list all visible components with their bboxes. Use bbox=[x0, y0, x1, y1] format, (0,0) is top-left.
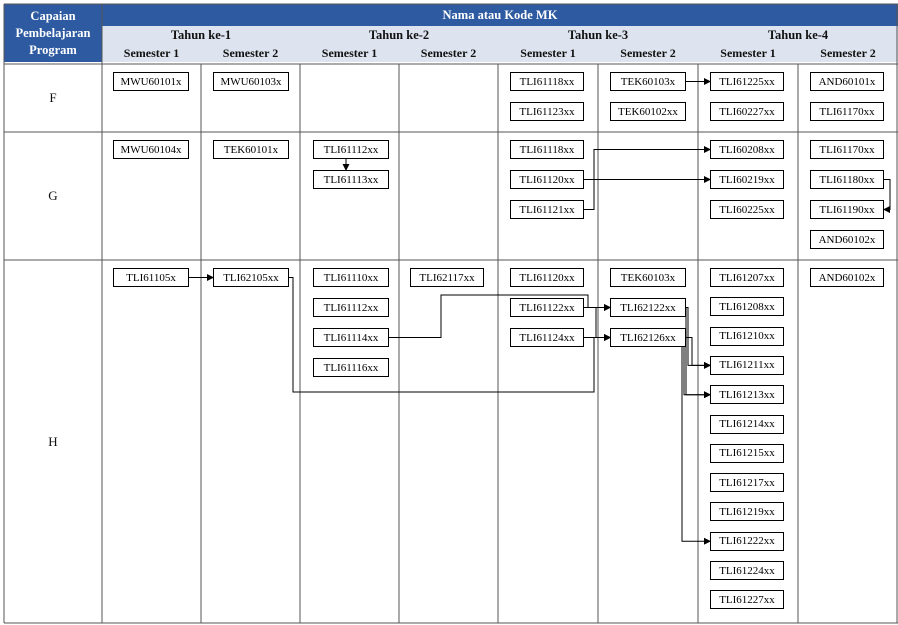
course-box: TLI61120xx bbox=[510, 170, 584, 189]
course-box: TLI61213xx bbox=[710, 385, 784, 405]
corner-header: Capaian Pembelajaran Program bbox=[4, 4, 102, 62]
semester-header: Semester 2 bbox=[798, 44, 898, 62]
row-label: G bbox=[48, 188, 58, 203]
row-label: H bbox=[48, 433, 58, 449]
course-box: TLI61118xx bbox=[510, 140, 584, 159]
course-box: TLI62126xx bbox=[610, 328, 686, 347]
course-box: TLI61211xx bbox=[710, 355, 784, 375]
course-box: TLI61121xx bbox=[510, 200, 584, 219]
course-box: TLI61124xx bbox=[510, 328, 584, 347]
course-box: TEK60103x bbox=[610, 268, 686, 287]
connector-arrow bbox=[883, 179, 891, 213]
connector-arrow bbox=[584, 307, 611, 341]
connector-arrow bbox=[686, 337, 711, 369]
course-box: TLI61208xx bbox=[710, 297, 784, 317]
course-box: TLI61122xx bbox=[510, 298, 584, 317]
course-box: TLI62105xx bbox=[213, 268, 289, 287]
course-box: TEK60103x bbox=[610, 72, 686, 91]
course-box: TLI61112xx bbox=[313, 298, 389, 317]
course-box: AND60102x bbox=[810, 268, 884, 287]
course-box: TLI61120xx bbox=[510, 268, 584, 287]
semester-header: Semester 1 bbox=[498, 44, 598, 62]
course-box: AND60102x bbox=[810, 230, 884, 249]
course-box: TLI61118xx bbox=[510, 72, 584, 91]
course-box: TLI62122xx bbox=[610, 298, 686, 317]
course-box: MWU60101x bbox=[113, 72, 189, 91]
course-box: TLI61114xx bbox=[313, 328, 389, 347]
course-box: TLI61210xx bbox=[710, 326, 784, 346]
course-header: Nama atau Kode MK bbox=[102, 4, 898, 26]
course-box: TLI61224xx bbox=[710, 561, 784, 580]
course-box: TLI61190xx bbox=[810, 200, 884, 219]
corner-header-line: Capaian bbox=[30, 8, 76, 23]
course-box: TLI61170xx bbox=[810, 102, 884, 121]
corner-header-line: Program bbox=[29, 42, 77, 57]
course-box: TLI60227xx bbox=[710, 102, 784, 121]
course-box: TLI61105x bbox=[113, 268, 189, 287]
course-box: TEK60102xx bbox=[610, 102, 686, 121]
course-box: TLI61227xx bbox=[710, 590, 784, 610]
course-box: TLI61116xx bbox=[313, 358, 389, 377]
year-header: Tahun ke-4 bbox=[698, 26, 898, 44]
course-box: TLI60219xx bbox=[710, 170, 784, 189]
course-box: TLI60225xx bbox=[710, 200, 784, 219]
course-box: TLI61214xx bbox=[710, 414, 784, 434]
course-box: TLI61113xx bbox=[313, 170, 389, 189]
course-box: AND60101x bbox=[810, 72, 884, 91]
course-box: TLI61123xx bbox=[510, 102, 584, 121]
year-header: Tahun ke-3 bbox=[498, 26, 698, 44]
course-box: TLI61217xx bbox=[710, 473, 784, 493]
course-box: TLI61180xx bbox=[810, 170, 884, 189]
semester-header: Semester 2 bbox=[399, 44, 498, 62]
semester-header: Semester 1 bbox=[102, 44, 201, 62]
semester-header: Semester 1 bbox=[300, 44, 399, 62]
course-box: MWU60103x bbox=[213, 72, 289, 91]
course-box: TLI61170xx bbox=[810, 140, 884, 159]
semester-header: Semester 1 bbox=[698, 44, 798, 62]
course-box: TLI61219xx bbox=[710, 502, 784, 522]
course-box: TLI61222xx bbox=[710, 531, 784, 551]
year-header: Tahun ke-1 bbox=[102, 26, 300, 44]
course-box: MWU60104x bbox=[113, 140, 189, 159]
semester-header: Semester 2 bbox=[201, 44, 300, 62]
course-box: TLI61225xx bbox=[710, 72, 784, 91]
course-box: TLI61207xx bbox=[710, 268, 784, 287]
corner-header-line: Pembelajaran bbox=[15, 25, 91, 40]
course-box: TLI61110xx bbox=[313, 268, 389, 287]
course-box: TLI62117xx bbox=[410, 268, 484, 287]
course-box: TLI61112xx bbox=[313, 140, 389, 159]
row-label: F bbox=[49, 90, 57, 105]
course-box: TLI60208xx bbox=[710, 140, 784, 159]
course-box: TLI61215xx bbox=[710, 443, 784, 463]
semester-header: Semester 2 bbox=[598, 44, 698, 62]
year-header: Tahun ke-2 bbox=[300, 26, 498, 44]
course-box: TEK60101x bbox=[213, 140, 289, 159]
